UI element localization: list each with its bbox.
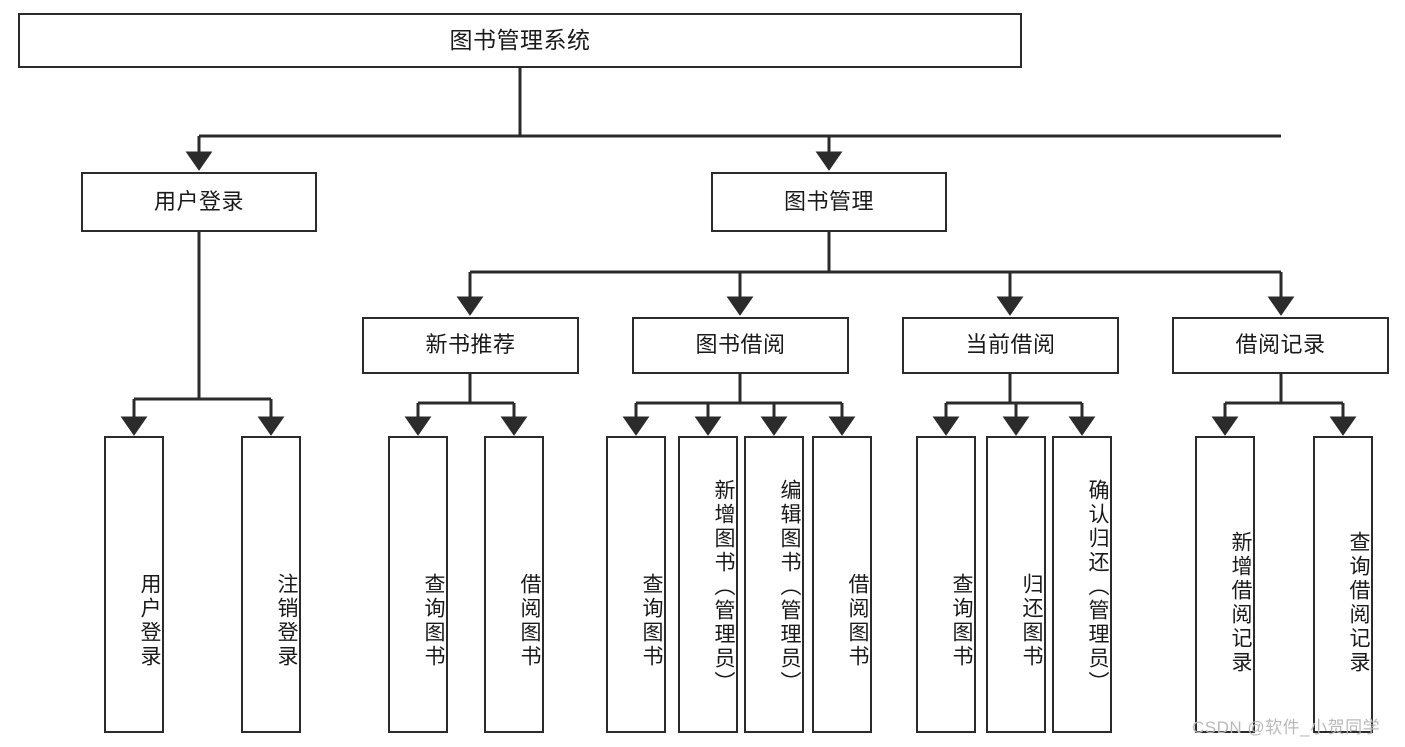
node-label: 查询图书 xyxy=(640,572,663,669)
node-leaf-return-books[interactable]: 归还图书 xyxy=(986,436,1046,733)
node-label: 查询图书 xyxy=(950,572,973,669)
node-leaf-user-login[interactable]: 用户登录 xyxy=(104,436,164,733)
node-label: 图书借阅 xyxy=(695,332,786,358)
node-label: 借阅图书 xyxy=(846,572,869,669)
node-label: 归还图书 xyxy=(1020,572,1043,669)
node-leaf-add-book-admin[interactable]: 新增图书（管理员） xyxy=(678,436,738,733)
node-label: 确认归还（管理员） xyxy=(1086,478,1109,695)
node-leaf-query-borrowing-record[interactable]: 查询借阅记录 xyxy=(1313,436,1373,733)
node-label: 注销登录 xyxy=(275,572,298,669)
node-label: 借阅记录 xyxy=(1235,332,1326,358)
node-book-borrowing[interactable]: 图书借阅 xyxy=(632,317,849,374)
node-leaf-logout[interactable]: 注销登录 xyxy=(241,436,301,733)
node-leaf-query-books-recommendation[interactable]: 查询图书 xyxy=(388,436,448,733)
node-label: 用户登录 xyxy=(153,188,244,214)
node-label: 查询借阅记录 xyxy=(1347,530,1370,675)
watermark-text: CSDN @软件_小贺同学 xyxy=(1192,718,1381,737)
node-label: 借阅图书 xyxy=(518,572,541,669)
node-leaf-query-books-borrowing[interactable]: 查询图书 xyxy=(606,436,666,733)
node-current-borrowing[interactable]: 当前借阅 xyxy=(902,317,1119,374)
node-label: 查询图书 xyxy=(422,572,445,669)
node-leaf-edit-book-admin[interactable]: 编辑图书（管理员） xyxy=(744,436,804,733)
node-borrowing-record[interactable]: 借阅记录 xyxy=(1172,317,1389,374)
node-leaf-confirm-return-admin[interactable]: 确认归还（管理员） xyxy=(1052,436,1112,733)
node-root-book-management-system[interactable]: 图书管理系统 xyxy=(18,13,1022,68)
node-label: 新书推荐 xyxy=(425,332,516,358)
node-book-management[interactable]: 图书管理 xyxy=(711,172,947,232)
node-label: 当前借阅 xyxy=(965,332,1056,358)
node-label: 图书管理系统 xyxy=(449,26,591,53)
node-leaf-borrow-books-borrowing[interactable]: 借阅图书 xyxy=(812,436,872,733)
node-leaf-add-borrowing-record[interactable]: 新增借阅记录 xyxy=(1195,436,1255,733)
node-leaf-query-books-current[interactable]: 查询图书 xyxy=(916,436,976,733)
node-label: 新增借阅记录 xyxy=(1229,530,1252,675)
node-leaf-borrow-books-recommendation[interactable]: 借阅图书 xyxy=(484,436,544,733)
node-user-login[interactable]: 用户登录 xyxy=(81,172,317,232)
node-label: 新增图书（管理员） xyxy=(712,478,735,695)
node-new-book-recommendation[interactable]: 新书推荐 xyxy=(362,317,579,374)
node-label: 用户登录 xyxy=(138,572,161,669)
node-label: 图书管理 xyxy=(783,188,874,214)
node-label: 编辑图书（管理员） xyxy=(778,478,801,695)
